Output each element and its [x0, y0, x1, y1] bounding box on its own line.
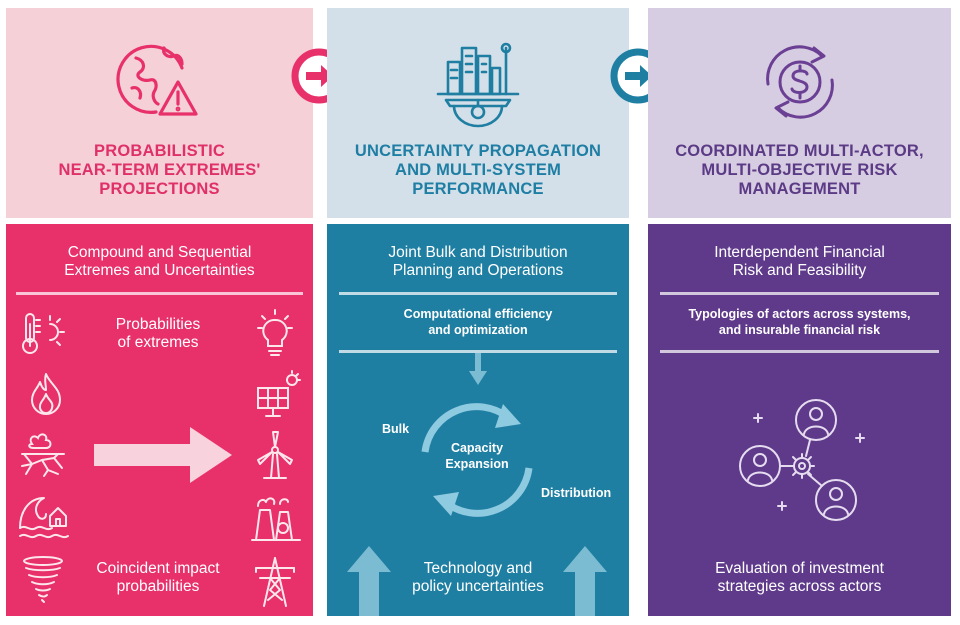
- up-arrow-left-icon: [347, 546, 391, 616]
- evaluation-text: Evaluation of investment: [715, 560, 884, 577]
- typologies-text: Typologies of actors across systems,: [688, 307, 911, 321]
- lightbulb-icon: [257, 309, 293, 356]
- divider: [339, 350, 617, 353]
- technology-text: Technology and: [423, 560, 533, 577]
- probabilities-text: of extremes: [117, 334, 199, 351]
- distribution-label: Distribution: [541, 486, 612, 500]
- drought-icon: [21, 433, 65, 477]
- column-3-title-line: MULTI-OBJECTIVE RISK: [701, 161, 898, 179]
- column-1-section-title: Compound and Sequential: [67, 244, 252, 261]
- column-2-title-line: PERFORMANCE: [412, 180, 544, 198]
- thermometer-sun-icon: [22, 313, 65, 354]
- column-2-header-panel: UNCERTAINTY PROPAGATION AND MULTI-SYSTEM…: [327, 8, 629, 218]
- divider: [660, 292, 939, 295]
- column-2-title-line: AND MULTI-SYSTEM: [394, 161, 562, 179]
- big-arrow-icon: [94, 427, 232, 483]
- column-2-section-title: Planning and Operations: [392, 262, 564, 279]
- evaluation-text: strategies across actors: [717, 578, 882, 595]
- column-1-content-panel: Compound and Sequential Extremes and Unc…: [6, 224, 313, 616]
- column-1-title-line: NEAR-TERM EXTREMES': [58, 161, 261, 179]
- column-2-section-title: Joint Bulk and Distribution: [388, 244, 568, 261]
- fire-icon: [31, 373, 61, 415]
- coincident-text: probabilities: [116, 578, 200, 595]
- power-plant-icon: [251, 497, 301, 541]
- column-3-title-line: MANAGEMENT: [738, 180, 861, 198]
- globe-warning-icon: [115, 44, 198, 116]
- probabilities-text: Probabilities: [115, 316, 201, 333]
- down-arrow-icon: [469, 353, 487, 385]
- tornado-icon: [23, 556, 63, 603]
- divider: [339, 292, 617, 295]
- column-1-header-panel: PROBABILISTIC NEAR-TERM EXTREMES' PROJEC…: [6, 8, 313, 218]
- cycle-arrows-icon: [421, 403, 533, 517]
- column-1-section-title: Extremes and Uncertainties: [64, 262, 255, 279]
- column-2-title-line: UNCERTAINTY PROPAGATION: [354, 142, 602, 160]
- typologies-text: and insurable financial risk: [718, 323, 881, 337]
- coincident-text: Coincident impact: [96, 560, 220, 577]
- technology-text: policy uncertainties: [412, 578, 544, 595]
- divider: [660, 350, 939, 353]
- column-3-content-panel: Interdependent Financial Risk and Feasib…: [648, 224, 951, 616]
- city-gear-icon: [436, 42, 520, 128]
- cycle-center-text: Expansion: [445, 457, 509, 471]
- solar-panel-icon: [257, 370, 301, 417]
- up-arrow-right-icon: [563, 546, 607, 616]
- flood-wave-icon: [19, 497, 69, 539]
- transmission-tower-icon: [255, 557, 295, 607]
- column-3-header-panel: COORDINATED MULTI-ACTOR, MULTI-OBJECTIVE…: [648, 8, 951, 218]
- divider: [16, 292, 303, 295]
- bulk-label: Bulk: [382, 422, 410, 436]
- dollar-cycle-icon: [765, 45, 834, 119]
- column-1-title-line: PROJECTIONS: [99, 180, 220, 198]
- column-2-content-panel: Joint Bulk and Distribution Planning and…: [327, 224, 629, 616]
- wind-turbine-icon: [257, 431, 293, 479]
- column-1-title-line: PROBABILISTIC: [94, 142, 225, 160]
- column-3-section-title: Risk and Feasibility: [732, 262, 867, 279]
- column-3-section-title: Interdependent Financial: [714, 244, 885, 261]
- column-3-title-line: COORDINATED MULTI-ACTOR,: [675, 142, 924, 160]
- cycle-center-text: Capacity: [450, 441, 504, 455]
- computational-text: Computational efficiency: [403, 307, 553, 321]
- actors-network-icon: [739, 399, 865, 521]
- computational-text: and optimization: [428, 323, 528, 337]
